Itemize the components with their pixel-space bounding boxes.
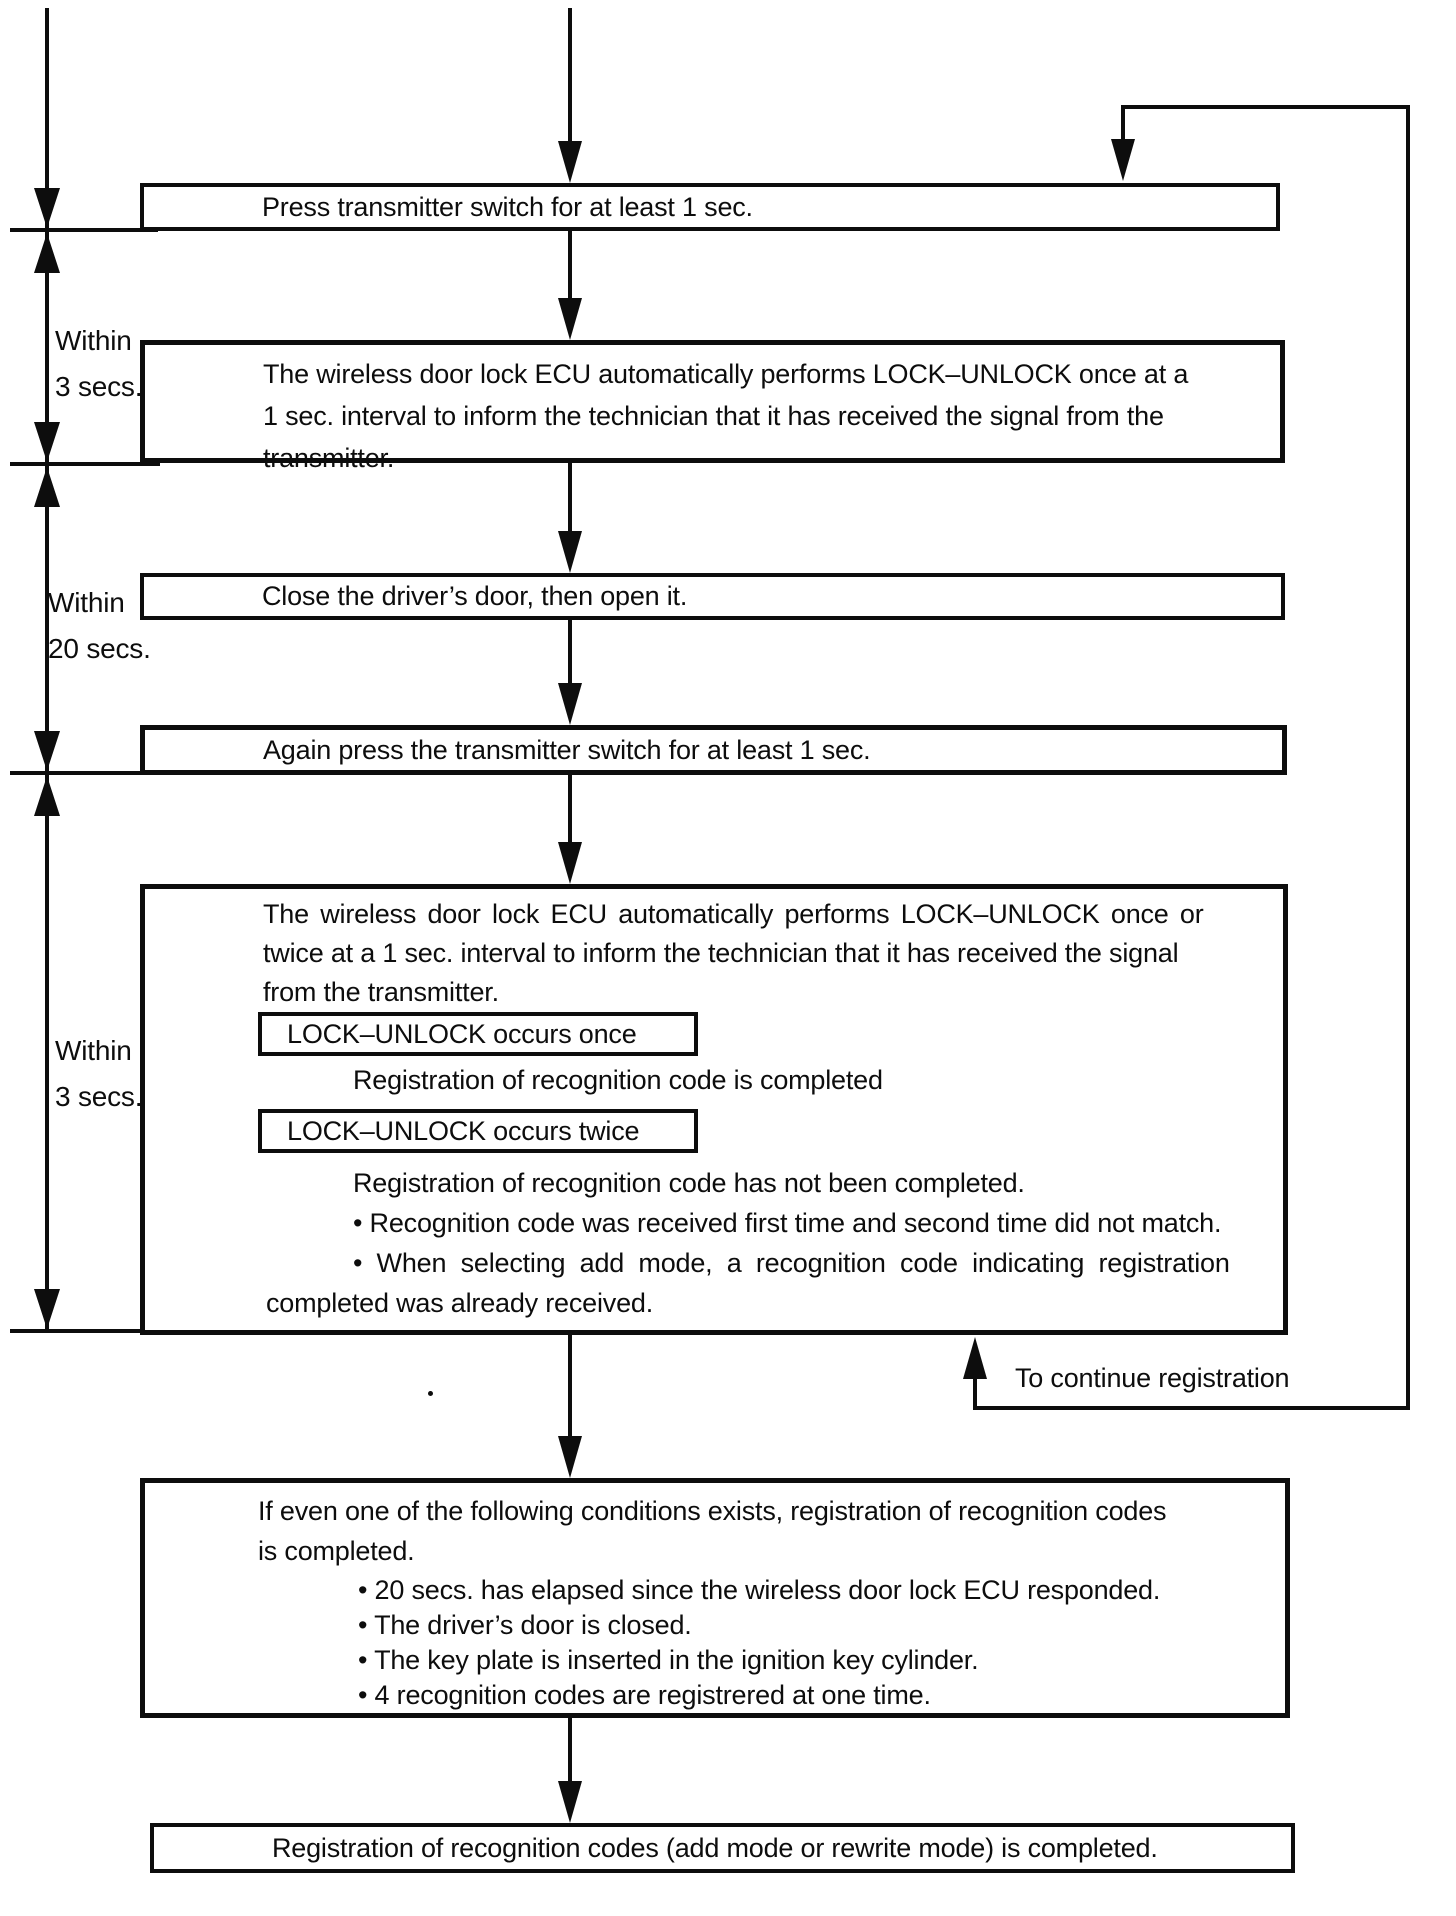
timing-label-line: Within <box>55 325 132 356</box>
dimension-line-top <box>45 8 49 230</box>
step-text-line: twice at a 1 sec. interval to inform the… <box>263 938 1179 968</box>
continue-registration-label: To continue registration <box>1015 1363 1290 1393</box>
down-arrowhead <box>558 298 582 340</box>
step-box-registration-completed: Registration of recognition codes (add m… <box>150 1823 1295 1873</box>
step-box-close-door: Close the driver’s door, then open it. <box>140 573 1285 620</box>
down-arrowhead <box>34 188 60 228</box>
down-arrowhead <box>558 842 582 884</box>
timing-label-line: 3 secs. <box>55 1081 143 1112</box>
case-once-result: Registration of recognition code is comp… <box>353 1065 883 1095</box>
down-arrowhead <box>1111 139 1135 181</box>
step-text: Press transmitter switch for at least 1 … <box>262 191 753 222</box>
flow-line <box>568 463 572 535</box>
flow-line <box>568 775 572 845</box>
case-label: LOCK–UNLOCK occurs once <box>287 1018 637 1049</box>
down-arrowhead <box>34 731 60 771</box>
condition-bullet: • 4 recognition codes are registrered at… <box>358 1680 931 1710</box>
dimension-tick <box>10 228 158 232</box>
step-text-line: The wireless door lock ECU automatically… <box>263 899 1204 929</box>
up-arrowhead <box>34 776 60 816</box>
dimension-tick <box>10 771 160 775</box>
feedback-line-bottom <box>973 1406 1410 1410</box>
timing-label-within-3secs-1: Within 3 secs. <box>55 318 143 410</box>
timing-label-line: Within <box>48 587 125 618</box>
step-box-ecu-responds-once: The wireless door lock ECU automatically… <box>140 340 1285 473</box>
down-arrowhead <box>558 683 582 725</box>
down-arrowhead <box>558 1781 582 1823</box>
up-arrowhead <box>34 233 60 273</box>
timing-label-line: 3 secs. <box>55 371 143 402</box>
step-text-line: transmitter. <box>263 443 395 473</box>
case-box-lock-unlock-twice: LOCK–UNLOCK occurs twice <box>258 1109 698 1153</box>
down-arrowhead <box>34 1289 60 1329</box>
dimension-line-20secs <box>45 466 49 773</box>
step-text-line: 1 sec. interval to inform the technician… <box>263 401 1164 431</box>
step-intro: The wireless door lock ECU automatically… <box>263 895 1283 1012</box>
feedback-drop-line <box>1121 105 1125 145</box>
condition-bullet: • The key plate is inserted in the ignit… <box>358 1645 979 1675</box>
flow-line <box>568 1718 572 1784</box>
dimension-line-3secs-2 <box>45 775 49 1331</box>
dimension-tick <box>10 462 160 466</box>
case-twice-bullet: • When selecting add mode, a recognition… <box>353 1248 1230 1278</box>
down-arrowhead <box>558 141 582 183</box>
step-box-ecu-result: The wireless door lock ECU automatically… <box>140 884 1288 1335</box>
timing-label-within-20secs: Within 20 secs. <box>48 580 151 672</box>
down-arrowhead <box>34 422 60 462</box>
condition-intro: If even one of the following conditions … <box>258 1491 1285 1571</box>
dimension-line-3secs-1 <box>45 232 49 464</box>
case-twice-bullet-continuation: completed was already received. <box>266 1288 654 1318</box>
step-text-line: The wireless door lock ECU automatically… <box>263 359 1189 389</box>
timing-label-line: 20 secs. <box>48 633 151 664</box>
step-box-completion-conditions: If even one of the following conditions … <box>140 1478 1290 1718</box>
timing-label-line: Within <box>55 1035 132 1066</box>
timing-label-within-3secs-2: Within 3 secs. <box>55 1028 143 1120</box>
down-arrowhead <box>558 1436 582 1478</box>
case-box-lock-unlock-once: LOCK–UNLOCK occurs once <box>258 1012 698 1056</box>
condition-bullet: • 20 secs. has elapsed since the wireles… <box>358 1575 1161 1605</box>
condition-bullet: • The driver’s door is closed. <box>358 1610 692 1640</box>
down-arrowhead <box>558 531 582 573</box>
condition-text-line: is completed. <box>258 1536 415 1566</box>
flow-line <box>568 231 572 301</box>
flow-line <box>568 1335 572 1439</box>
flow-line <box>568 8 572 145</box>
up-arrowhead <box>34 467 60 507</box>
step-text-line: from the transmitter. <box>263 977 499 1007</box>
step-box-press-transmitter: Press transmitter switch for at least 1 … <box>140 183 1280 231</box>
step-text: Registration of recognition codes (add m… <box>272 1832 1158 1863</box>
scan-speck <box>428 1391 433 1396</box>
feedback-line-top <box>1121 105 1410 109</box>
up-arrowhead <box>963 1337 987 1379</box>
step-text: Close the driver’s door, then open it. <box>262 581 688 611</box>
condition-text-line: If even one of the following conditions … <box>258 1496 1167 1526</box>
case-twice-bullet: • Recognition code was received first ti… <box>353 1208 1222 1238</box>
step-box-press-again: Again press the transmitter switch for a… <box>140 725 1287 775</box>
case-label: LOCK–UNLOCK occurs twice <box>287 1115 640 1146</box>
dimension-tick <box>10 1329 162 1333</box>
feedback-line-right <box>1406 105 1410 1410</box>
feedback-stub-line <box>973 1375 977 1410</box>
step-text: Again press the transmitter switch for a… <box>263 734 871 765</box>
flow-line <box>568 620 572 686</box>
case-twice-result: Registration of recognition code has not… <box>353 1168 1025 1198</box>
